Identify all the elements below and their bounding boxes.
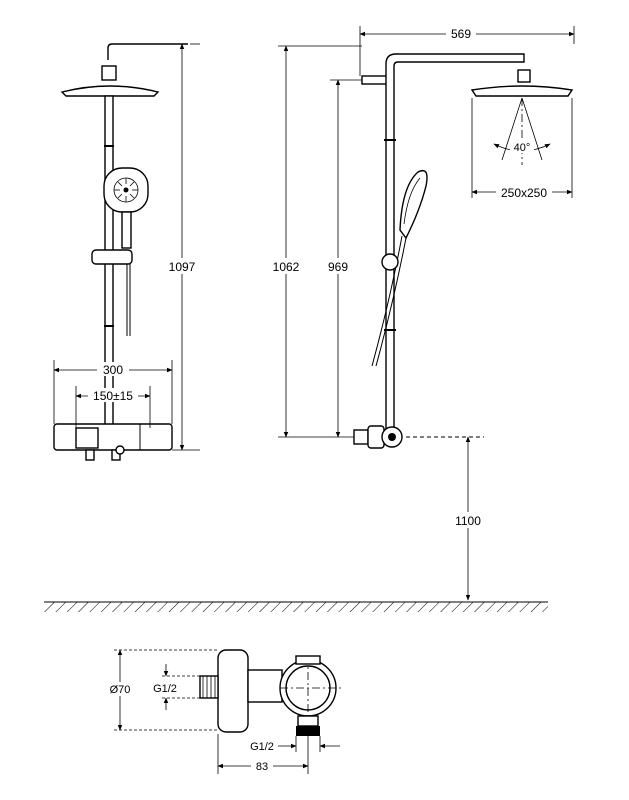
front-head-connector	[101, 65, 117, 81]
dim-1097: 1097	[169, 260, 196, 274]
dim-569: 569	[451, 27, 471, 41]
front-top-elbow	[107, 43, 188, 60]
dim-150-15: 150±15	[93, 389, 133, 403]
dim-300: 300	[103, 363, 123, 377]
front-view: 1097 300 150±15	[53, 43, 200, 461]
side-head-connector	[517, 69, 531, 83]
dim-969: 969	[328, 260, 348, 274]
detail-valve-body	[247, 669, 283, 703]
side-hand-shower	[399, 169, 428, 240]
front-rain-head	[60, 85, 160, 97]
side-slide-holder	[381, 253, 399, 271]
side-valve-inlet	[353, 429, 369, 445]
dim-83: 83	[256, 761, 268, 773]
valve-detail: Ø70 G1/2 G1/2 83	[104, 649, 344, 774]
dim-g12-inlet: G1/2	[153, 683, 177, 695]
dim-diameter-70: Ø70	[110, 684, 131, 696]
front-valve-knob	[75, 427, 99, 449]
floor	[44, 601, 548, 612]
dim-1100: 1100	[455, 514, 481, 528]
dim-250x250: 250x250	[501, 186, 547, 200]
front-hand-shower	[103, 167, 149, 249]
detail-inlet-thread	[199, 675, 219, 699]
dim-g12-outlet: G1/2	[250, 741, 274, 753]
dim-1062: 1062	[273, 260, 300, 274]
front-slide-holder	[91, 249, 133, 265]
side-rain-head	[470, 85, 574, 97]
detail-escutcheon	[217, 649, 249, 733]
side-view: 40° 250x250 569 1062	[268, 26, 575, 601]
dim-angle: 40°	[514, 142, 531, 154]
front-valve-body	[53, 423, 173, 451]
detail-outlet-thread	[296, 726, 320, 736]
side-wall-bracket	[361, 75, 389, 85]
side-riser-pipe	[385, 53, 525, 439]
